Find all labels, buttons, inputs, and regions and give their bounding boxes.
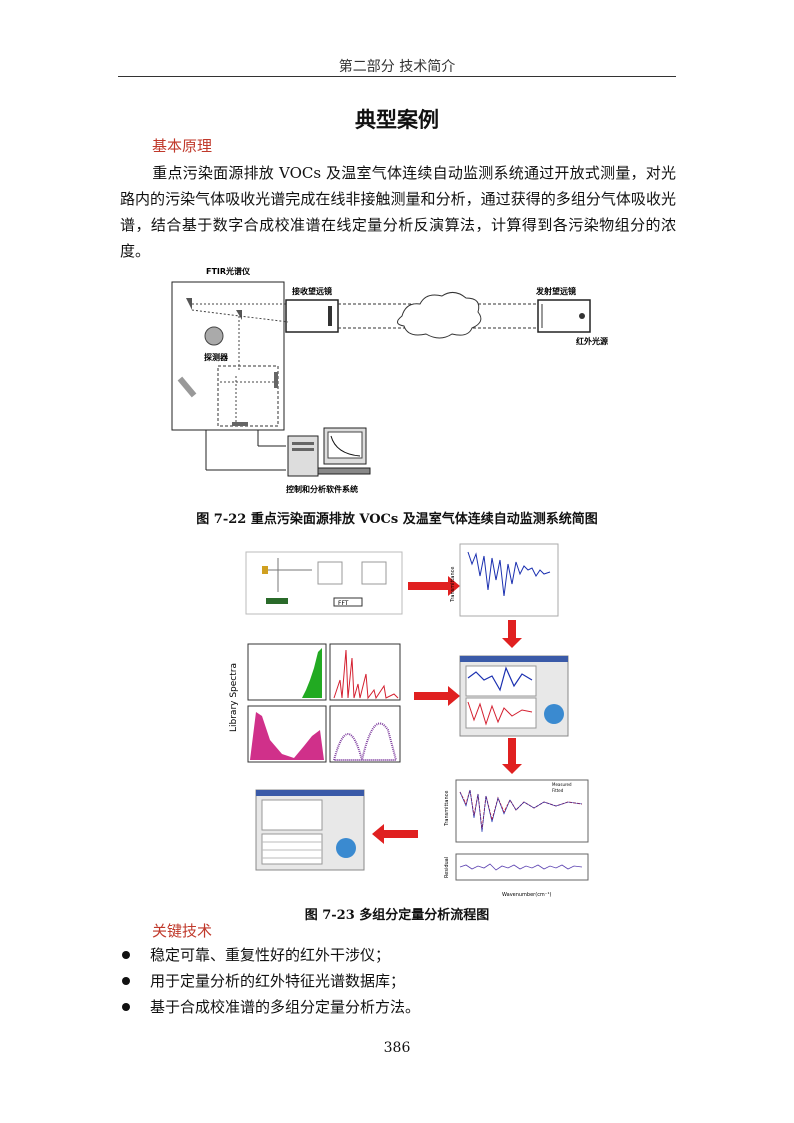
list-item: 基于合成校准谱的多组分定量分析方法。 — [120, 994, 680, 1020]
label-emitter: 发射望远镜 — [535, 286, 576, 296]
detector-sphere — [204, 326, 224, 346]
library-spectrum-red — [329, 643, 401, 701]
figure-system-diagram: FTIR光谱仪 探测器 接收望远镜 发射望远镜 红外光源 控制和分析软件系统 — [171, 266, 608, 494]
bullet-dot-icon — [122, 1003, 130, 1011]
section-heading-principle: 基本原理 — [152, 137, 213, 155]
flow-arrow-1 — [408, 576, 460, 596]
interferometer-box — [217, 365, 279, 427]
software-logo-1 — [544, 704, 564, 724]
principle-paragraph: 重点污染面源排放 VOCs 及温室气体连续自动监测系统通过开放式测量，对光路内的… — [120, 160, 676, 264]
emitter-telescope — [537, 299, 591, 333]
label-fft: FFT — [338, 600, 349, 607]
label-receiver: 接收望远镜 — [292, 286, 332, 296]
key-tech-list: 稳定可靠、重复性好的红外干涉仪； 用于定量分析的红外特征光谱数据库； 基于合成校… — [120, 942, 680, 1020]
software-logo-2 — [336, 838, 356, 858]
atmosphere-cloud — [397, 292, 482, 339]
transmittance-spectrum — [467, 551, 551, 597]
flow-arrow-4 — [502, 738, 522, 774]
ir-source — [579, 313, 585, 319]
legend-measured: Measured — [552, 782, 572, 787]
section-heading-key-tech: 关键技术 — [152, 922, 213, 940]
bullet-dot-icon — [122, 951, 130, 959]
label-source: 红外光源 — [576, 336, 608, 346]
label-transmittance-2: Transmittance — [444, 791, 450, 827]
residual-plot — [455, 853, 589, 881]
fit-comparison-plot — [455, 779, 589, 843]
flow-arrow-3 — [414, 686, 460, 706]
label-library: Library Spectra — [229, 663, 239, 732]
mirror-2 — [236, 310, 242, 320]
label-detector: 探测器 — [204, 352, 229, 362]
label-residual: Residual — [444, 857, 450, 878]
legend-fitted: Fitted — [552, 788, 564, 793]
page-title: 典型案例 — [355, 108, 439, 132]
interferometer-panel — [245, 551, 403, 615]
figure-analysis-flowchart: FFT Transmittance Library Spectra Measur… — [229, 543, 589, 898]
label-wavenumber: Wavenumber(cm⁻¹) — [502, 892, 551, 898]
label-control: 控制和分析软件系统 — [286, 484, 358, 494]
figure2-caption: 图 7-23 多组分定量分析流程图 — [304, 908, 490, 923]
receiver-telescope — [285, 299, 339, 333]
transmittance-panel — [459, 543, 559, 617]
header-rule — [118, 76, 676, 77]
list-item: 用于定量分析的红外特征光谱数据库； — [120, 968, 680, 994]
mirror-1 — [186, 298, 192, 310]
ftir-box — [171, 281, 285, 431]
principle-text: 重点污染面源排放 VOCs 及温室气体连续自动监测系统通过开放式测量，对光路内的… — [120, 164, 676, 260]
mirror-3 — [177, 376, 197, 398]
flow-arrow-2 — [502, 620, 522, 648]
fft-box — [333, 597, 363, 607]
label-transmittance-1: Transmittance — [450, 567, 456, 603]
computer-keyboard — [317, 467, 371, 475]
page-number: 386 — [383, 1040, 411, 1056]
flow-arrow-5 — [372, 824, 418, 844]
label-ftir: FTIR光谱仪 — [206, 266, 251, 276]
figure1-caption: 图 7-22 重点污染面源排放 VOCs 及温室气体连续自动监测系统简图 — [196, 512, 598, 527]
page-header: 第二部分 技术简介 — [338, 59, 456, 75]
bullet-dot-icon — [122, 977, 130, 985]
list-item: 稳定可靠、重复性好的红外干涉仪； — [120, 942, 680, 968]
